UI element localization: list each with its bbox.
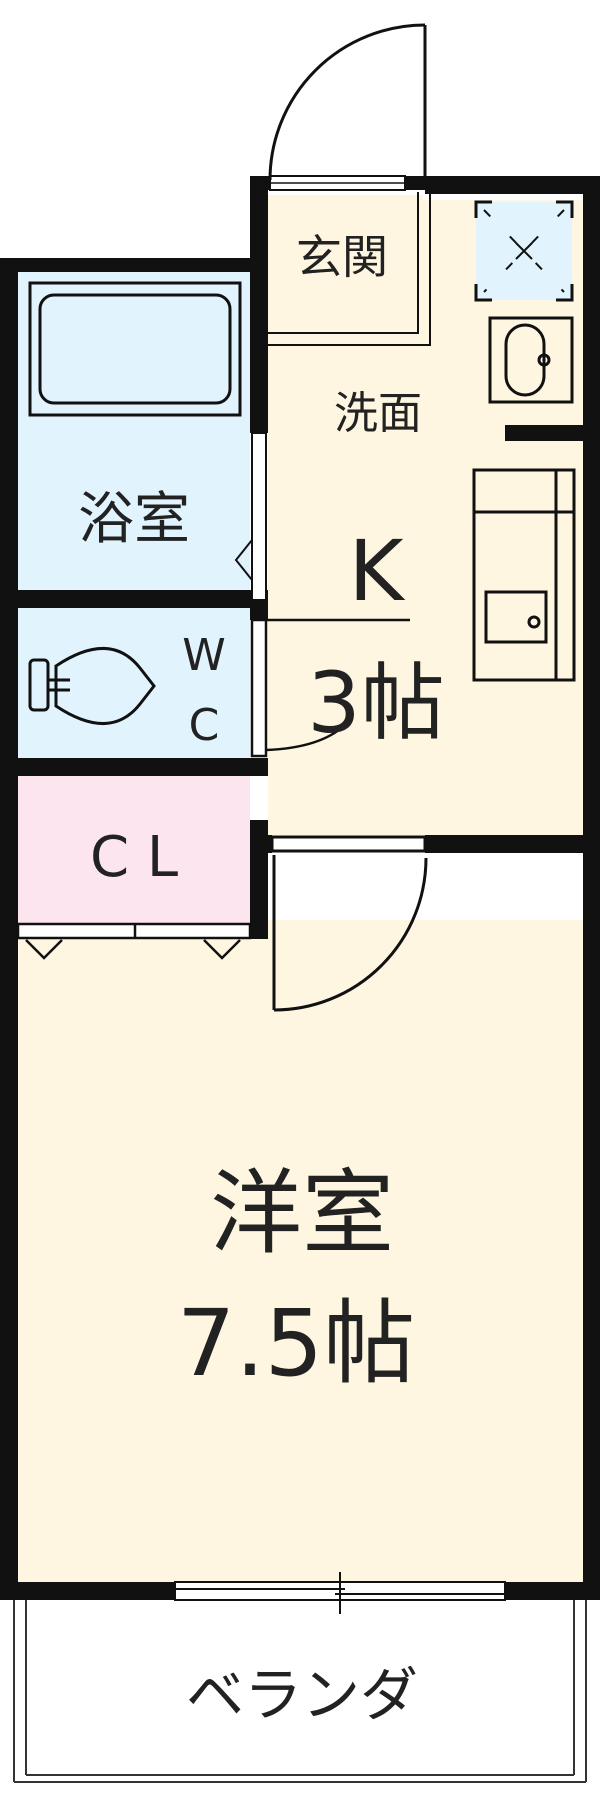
western-room-door [270,835,428,1012]
bathroom-floor [18,272,250,590]
wc-door [250,618,410,758]
kitchen-letter: K [348,522,405,620]
closet-floor [18,776,250,924]
washing-machine-space [474,200,574,302]
kitchen-size: 3帖 [307,654,444,752]
walls [0,176,600,1600]
western-room-label: 洋室 [210,1160,394,1267]
bathroom-label: 浴室 [78,487,190,552]
western-room-size: 7.5帖 [177,1290,415,1397]
closet-door [16,922,252,960]
western-room-floor [18,920,583,1585]
entrance-door [268,23,427,181]
toilet [28,647,156,725]
bathroom-door [234,432,267,601]
kitchen-counter [472,468,576,682]
genkan-floor [268,195,423,338]
bathtub [28,281,242,417]
wc-label-w: W [182,630,226,681]
senmen-label: 洗面 [334,388,422,439]
genkan-label: 玄関 [296,230,388,284]
balcony-label: ベランダ [186,1661,418,1729]
balcony-floor [18,1600,578,1782]
genkan-step [268,192,431,346]
balcony-window [174,1572,506,1614]
wash-basin [488,316,574,404]
closet-label: C L [90,825,178,890]
wc-label-c: C [189,700,220,751]
balcony-railing [13,1600,587,1783]
